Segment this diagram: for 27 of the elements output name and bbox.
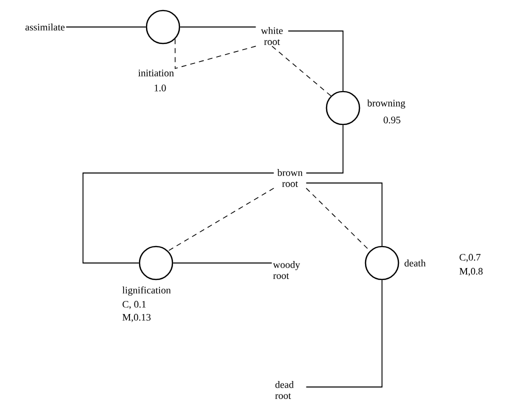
rate-label: death — [404, 260, 426, 266]
connector-line — [306, 182, 382, 246]
rate-label: 0.95 — [384, 116, 400, 124]
rate-label: M,0.13 — [122, 314, 151, 322]
rate-label: C,0.7 — [460, 254, 481, 262]
connector-line — [180, 26, 256, 28]
connector-line — [82, 172, 274, 264]
connector-line — [172, 262, 272, 264]
connector-line — [66, 26, 146, 28]
rate-label: initiation — [138, 70, 174, 76]
dashed-line — [306, 188, 370, 252]
connector-line — [306, 124, 344, 174]
dashed-line — [174, 38, 256, 69]
state-label: woody root — [273, 261, 300, 279]
rate-label: M,0.8 — [459, 268, 483, 276]
connector-line — [288, 30, 344, 92]
connector-line — [306, 280, 382, 388]
state-label: brown root — [277, 169, 303, 187]
rate-label: lignification — [122, 286, 171, 296]
rate-label: browning — [367, 99, 406, 109]
dashed-line — [168, 188, 274, 252]
rate-label: C, 0.1 — [122, 300, 146, 310]
state-label: assimilate — [25, 23, 65, 30]
rate-label: 1.0 — [154, 84, 166, 92]
state-label: white root — [260, 27, 283, 45]
state-label: dead root — [275, 381, 294, 399]
dashed-line — [272, 46, 332, 96]
